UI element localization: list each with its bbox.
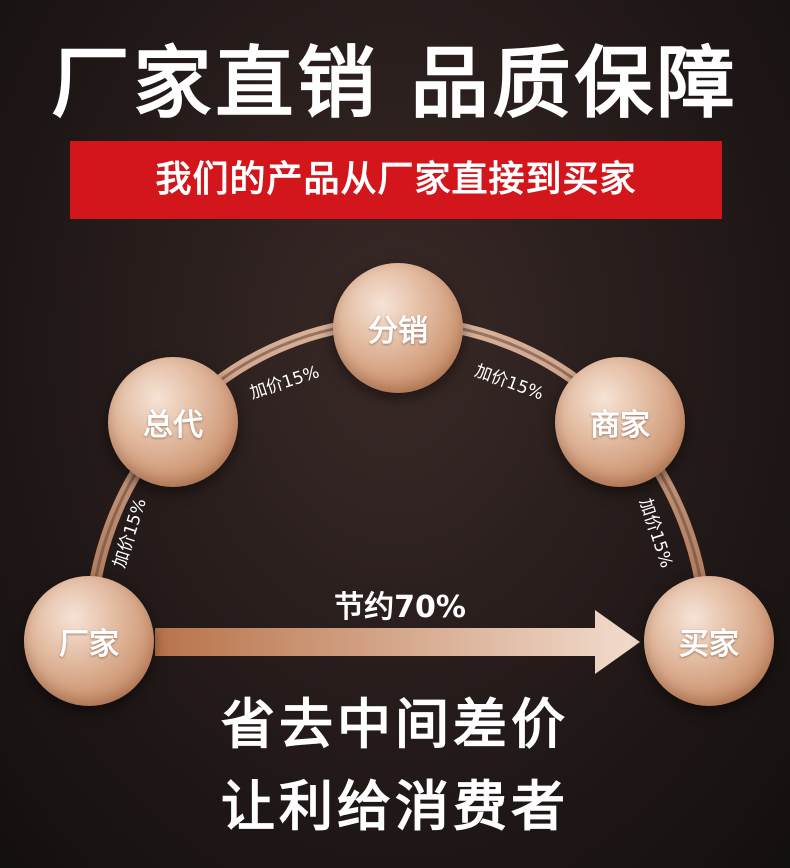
node-factory: 厂家: [24, 576, 154, 706]
node-general-agent: 总代: [108, 357, 238, 487]
page-title: 厂家直销 品质保障: [51, 39, 739, 129]
savings-arrow: [155, 610, 640, 674]
banner: [70, 141, 722, 219]
node-distributor: 分销: [333, 263, 463, 393]
slogan-line-1: 省去中间差价: [221, 693, 569, 756]
node-buyer: 买家: [644, 576, 774, 706]
slogan-line-2: 让利给消费者: [221, 775, 569, 838]
banner-text: 我们的产品从厂家直接到买家: [155, 159, 637, 200]
node-merchant: 商家: [555, 357, 685, 487]
savings-label: 节约70%: [334, 590, 466, 625]
